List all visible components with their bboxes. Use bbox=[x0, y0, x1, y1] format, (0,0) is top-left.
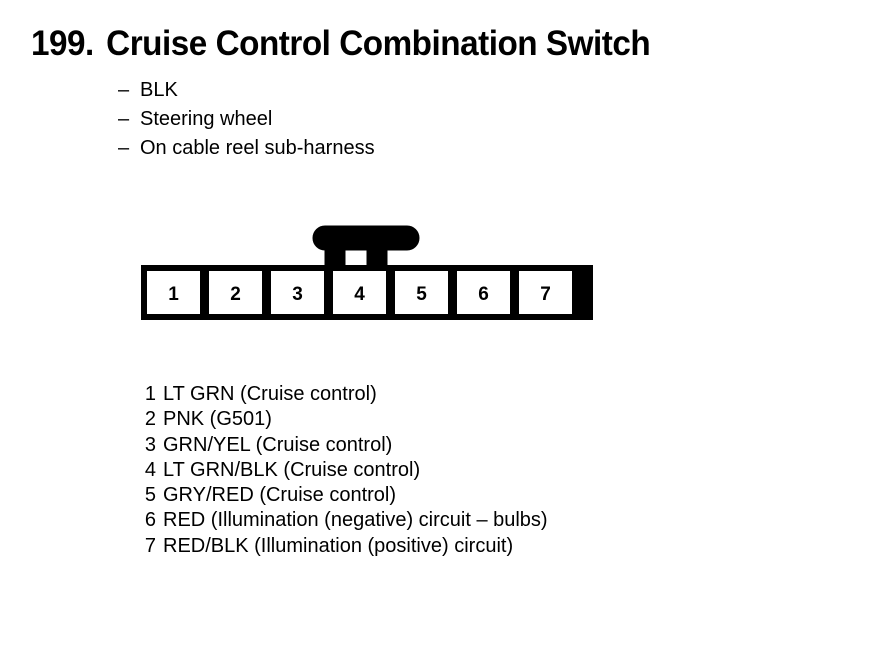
pin-cavities bbox=[147, 271, 572, 314]
pin-number-6: 6 bbox=[478, 284, 489, 305]
title-text: Cruise Control Combination Switch bbox=[106, 24, 651, 63]
pin-number-7: 7 bbox=[540, 284, 551, 305]
list-item-label: On cable reel sub-harness bbox=[140, 137, 375, 159]
pin-legend-description: GRN/YEL (Cruise control) bbox=[163, 433, 393, 456]
list-item-label: BLK bbox=[140, 79, 178, 101]
latch-tab-icon bbox=[312, 225, 420, 268]
list-item: – On cable reel sub-harness bbox=[118, 134, 375, 163]
pin-number-4: 4 bbox=[354, 284, 365, 305]
pin-legend-row: 5 GRY/RED (Cruise control) bbox=[134, 483, 548, 508]
pin-legend-number: 6 bbox=[144, 509, 156, 532]
pin-legend-row: 4 LT GRN/BLK (Cruise control) bbox=[134, 458, 548, 483]
pin-legend-row: 6 RED (Illumination (negative) circuit –… bbox=[134, 508, 548, 533]
connector-diagram: 1 2 3 4 5 6 7 bbox=[141, 222, 593, 324]
pin-number-labels: 1 2 3 4 5 6 7 bbox=[168, 284, 551, 305]
pin-legend: 1 LT GRN (Cruise control) 2 PNK (G501) 3… bbox=[134, 382, 548, 559]
pin-legend-description: GRY/RED (Cruise control) bbox=[163, 484, 397, 507]
pin-cell-7 bbox=[519, 271, 572, 314]
attribute-list: – BLK – Steering wheel – On cable reel s… bbox=[118, 76, 375, 163]
pin-legend-row: 1 LT GRN (Cruise control) bbox=[134, 382, 548, 407]
pin-cell-6 bbox=[457, 271, 510, 314]
dash-icon: – bbox=[118, 137, 130, 159]
pin-legend-number: 2 bbox=[144, 408, 156, 431]
pin-legend-description: LT GRN (Cruise control) bbox=[163, 383, 377, 405]
list-item: – Steering wheel bbox=[118, 105, 375, 134]
pin-legend-row: 3 GRN/YEL (Cruise control) bbox=[134, 433, 548, 458]
section-number: 199. bbox=[31, 24, 94, 63]
list-item: – BLK bbox=[118, 76, 375, 105]
pin-cell-2 bbox=[209, 271, 262, 314]
pin-legend-description: RED/BLK (Illumination (positive) circuit… bbox=[163, 534, 514, 557]
pin-number-2: 2 bbox=[230, 284, 241, 305]
dash-icon: – bbox=[118, 108, 130, 130]
pin-cell-1 bbox=[147, 271, 200, 314]
pin-legend-number: 1 bbox=[144, 383, 156, 405]
pin-cell-3 bbox=[271, 271, 324, 314]
pin-legend-number: 5 bbox=[144, 484, 156, 507]
pin-number-3: 3 bbox=[292, 284, 303, 305]
pin-legend-description: RED (Illumination (negative) circuit – b… bbox=[163, 509, 548, 532]
pin-legend-row: 2 PNK (G501) bbox=[134, 407, 548, 432]
pin-number-1: 1 bbox=[168, 284, 179, 305]
dash-icon: – bbox=[118, 79, 130, 101]
pin-legend-row: 7 RED/BLK (Illumination (positive) circu… bbox=[134, 534, 548, 559]
pin-legend-number: 7 bbox=[144, 534, 156, 557]
pin-cell-4 bbox=[333, 271, 386, 314]
pin-legend-description: PNK (G501) bbox=[163, 408, 272, 431]
pin-legend-description: LT GRN/BLK (Cruise control) bbox=[163, 458, 421, 481]
pin-cell-5 bbox=[395, 271, 448, 314]
list-item-label: Steering wheel bbox=[140, 108, 273, 130]
connector-graphic: 1 2 3 4 5 6 7 bbox=[141, 225, 593, 320]
pin-legend-number: 3 bbox=[144, 433, 156, 456]
pin-legend-number: 4 bbox=[144, 458, 156, 481]
pin-number-5: 5 bbox=[416, 284, 427, 305]
page-title: 199. Cruise Control Combination Switch bbox=[31, 24, 651, 64]
